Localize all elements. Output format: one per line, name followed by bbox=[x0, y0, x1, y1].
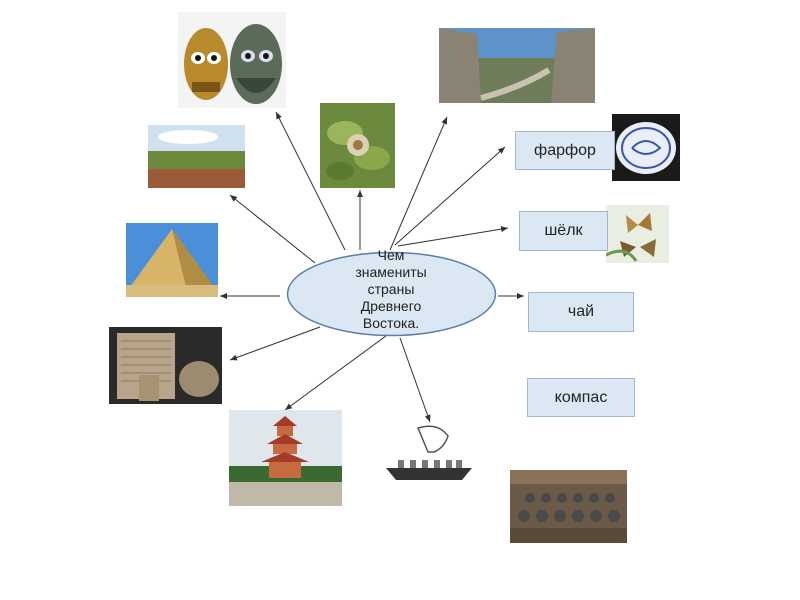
compass-box: компас bbox=[527, 378, 635, 417]
arrow-to-great-wall bbox=[389, 116, 448, 251]
tea-box: чай bbox=[528, 292, 634, 332]
arrow-to-pagoda bbox=[284, 332, 391, 411]
pyramid-image bbox=[126, 223, 218, 297]
arrow-to-porcelain bbox=[394, 146, 506, 246]
field-image bbox=[148, 125, 245, 188]
masks-image bbox=[178, 12, 286, 108]
center-question: Чем знамениты страны Древнего Востока. bbox=[355, 247, 427, 331]
terracotta-army-image bbox=[510, 470, 627, 543]
chess-image bbox=[378, 422, 480, 484]
center-ellipse bbox=[286, 251, 497, 337]
arrow-to-masks bbox=[275, 111, 346, 251]
porcelain-box: фарфор bbox=[515, 131, 615, 170]
arrow-to-field bbox=[229, 194, 316, 264]
porcelain-plate-image bbox=[612, 114, 680, 181]
great-wall-image bbox=[439, 28, 595, 103]
butterflies-image bbox=[606, 205, 669, 263]
clay-tablets-image bbox=[109, 327, 222, 404]
silk-box: шёлк bbox=[519, 211, 608, 251]
arrow-to-silk bbox=[397, 226, 509, 247]
plant-image bbox=[320, 103, 395, 188]
arrow-to-chess bbox=[399, 337, 431, 423]
arrow-to-tablets bbox=[229, 326, 321, 361]
pagoda-image bbox=[229, 410, 342, 506]
